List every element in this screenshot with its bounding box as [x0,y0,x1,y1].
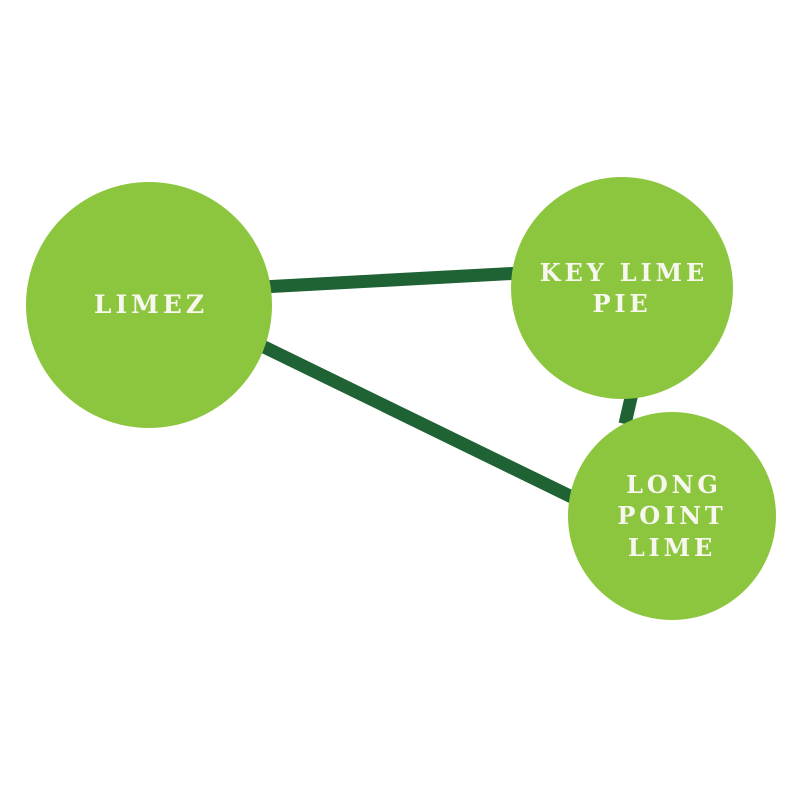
node-label-key-lime-pie: KEY LIME PIE [539,257,709,318]
edge-limez-long-point-lime [255,338,581,506]
edge-limez-key-lime-pie [261,266,522,294]
node-label-long-point-lime: LONG POINT LIME [617,470,727,562]
node-label-limez: LIMEZ [93,289,209,319]
graph-node-limez[interactable]: LIMEZ [26,182,272,428]
graph-node-long-point-lime[interactable]: LONG POINT LIME [568,412,776,620]
graph-node-key-lime-pie[interactable]: KEY LIME PIE [511,177,733,399]
